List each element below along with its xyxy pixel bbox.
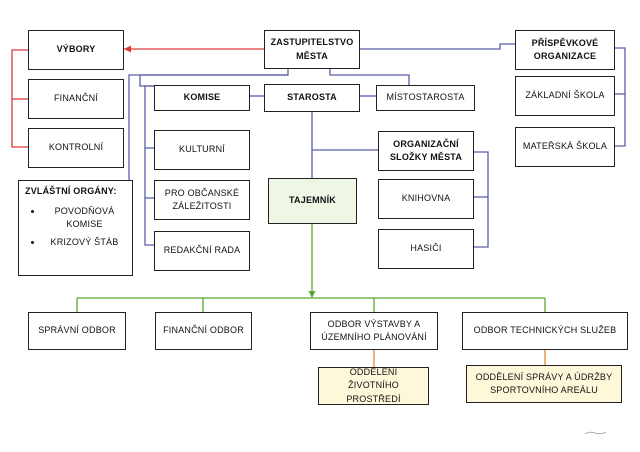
- list-item: KRIZOVÝ ŠTÁB: [43, 236, 126, 250]
- box-spravni-odbor: SPRÁVNÍ ODBOR: [28, 312, 126, 350]
- connector-zastupitelstvo-zvlastni: [128, 74, 288, 180]
- box-zastupitelstvo: ZASTUPITELSTVO MĚSTA: [264, 30, 360, 69]
- zvlastni-organ-krizovy: KRIZOVÝ ŠTÁB: [50, 237, 119, 248]
- connector-organizacni-items: [474, 151, 489, 248]
- box-zakladni-skola: ZÁKLADNÍ ŠKOLA: [515, 76, 615, 116]
- pen-mark: [584, 431, 607, 435]
- box-mistostarosta: MÍSTOSTAROSTA: [376, 85, 475, 111]
- box-organizacni-slozky: ORGANIZAČNÍ SLOŽKY MĚSTA: [378, 131, 474, 171]
- zvlastni-organy-list: POVODŇOVÁ KOMISE KRIZOVÝ ŠTÁB: [25, 205, 126, 251]
- label-oddeleni-zivotniho: ODDĚLENÍ ŽIVOTNÍHO PROSTŘEDÍ: [346, 366, 401, 404]
- connector-zastupitelstvo-prispevkove: [360, 43, 515, 50]
- box-hasici: HASIČI: [378, 229, 474, 269]
- box-pro-obcanske: PRO OBČANSKÉ ZÁLEŽITOSTI: [154, 180, 250, 220]
- box-tajemnik: TAJEMNÍK: [268, 178, 357, 224]
- label-tajemnik: TAJEMNÍK: [289, 195, 336, 206]
- connector-prispevkove-skoly: [615, 47, 626, 147]
- box-oddeleni-zivotniho: ODDĚLENÍ ŽIVOTNÍHO PROSTŘEDÍ: [318, 367, 429, 405]
- box-kontrolni-vybor: KONTROLNÍ: [28, 128, 124, 168]
- label-organizacni-slozky: ORGANIZAČNÍ SLOŽKY MĚSTA: [389, 138, 463, 163]
- box-materska-skola: MATEŘSKÁ ŠKOLA: [515, 127, 615, 167]
- zvlastni-organy-title: ZVLÁŠTNÍ ORGÁNY:: [25, 186, 117, 196]
- label-zakladni-skola: ZÁKLADNÍ ŠKOLA: [525, 90, 605, 101]
- box-starosta: STAROSTA: [264, 84, 360, 112]
- box-komise: KOMISE: [154, 85, 250, 111]
- label-kontrolni-vybor: KONTROLNÍ: [48, 142, 104, 153]
- box-odbor-vystavby: ODBOR VÝSTAVBY A ÚZEMNÍHO PLÁNOVÁNÍ: [310, 312, 438, 350]
- box-financni-vybor: FINANČNÍ: [28, 79, 124, 119]
- label-financni-odbor: FINANČNÍ ODBOR: [163, 325, 244, 336]
- zvlastni-organ-povodnova: POVODŇOVÁ KOMISE: [54, 205, 115, 230]
- label-pro-obcanske: PRO OBČANSKÉ ZÁLEŽITOSTI: [164, 187, 240, 212]
- box-oddeleni-spravy: ODDĚLENÍ SPRÁVY A ÚDRŽBY SPORTOVNÍHO ARE…: [466, 365, 622, 403]
- box-zvlastni-organy: ZVLÁŠTNÍ ORGÁNY: POVODŇOVÁ KOMISE KRIZOV…: [18, 180, 133, 276]
- box-prispevkove: PŘÍSPĚVKOVÉ ORGANIZACE: [515, 30, 615, 70]
- box-knihovna: KNIHOVNA: [378, 179, 474, 219]
- label-kulturni: KULTURNÍ: [179, 144, 225, 155]
- box-financni-odbor: FINANČNÍ ODBOR: [155, 312, 252, 350]
- label-odbor-technickych: ODBOR TECHNICKÝCH SLUŽEB: [473, 325, 617, 336]
- label-oddeleni-spravy: ODDĚLENÍ SPRÁVY A ÚDRŽBY SPORTOVNÍHO ARE…: [475, 371, 613, 396]
- label-materska-skola: MATEŘSKÁ ŠKOLA: [522, 141, 608, 152]
- label-starosta: STAROSTA: [287, 92, 337, 103]
- arrowhead-vybory: [124, 45, 131, 53]
- box-redakcni-rada: REDAKČNÍ RADA: [154, 231, 250, 271]
- connector-komise-items: [144, 85, 154, 246]
- label-mistostarosta: MÍSTOSTAROSTA: [386, 92, 465, 103]
- label-financni-vybor: FINANČNÍ: [53, 93, 99, 104]
- box-vybory: VÝBORY: [28, 30, 124, 70]
- label-hasici: HASIČI: [410, 243, 442, 254]
- box-odbor-technickych: ODBOR TECHNICKÝCH SLUŽEB: [462, 312, 628, 350]
- label-odbor-vystavby: ODBOR VÝSTAVBY A ÚZEMNÍHO PLÁNOVÁNÍ: [321, 318, 427, 343]
- label-knihovna: KNIHOVNA: [401, 193, 451, 204]
- label-prispevkove: PŘÍSPĚVKOVÉ ORGANIZACE: [531, 37, 599, 62]
- box-kulturni: KULTURNÍ: [154, 130, 250, 170]
- label-vybory: VÝBORY: [56, 44, 96, 55]
- label-spravni-odbor: SPRÁVNÍ ODBOR: [38, 325, 116, 336]
- label-zastupitelstvo: ZASTUPITELSTVO MĚSTA: [270, 37, 354, 61]
- connector-zastupitelstvo-organizacni: [329, 69, 410, 85]
- arrowhead-odbory: [308, 291, 316, 298]
- list-item: POVODŇOVÁ KOMISE: [43, 205, 126, 233]
- label-redakcni-rada: REDAKČNÍ RADA: [163, 245, 241, 256]
- label-komise: KOMISE: [183, 92, 221, 103]
